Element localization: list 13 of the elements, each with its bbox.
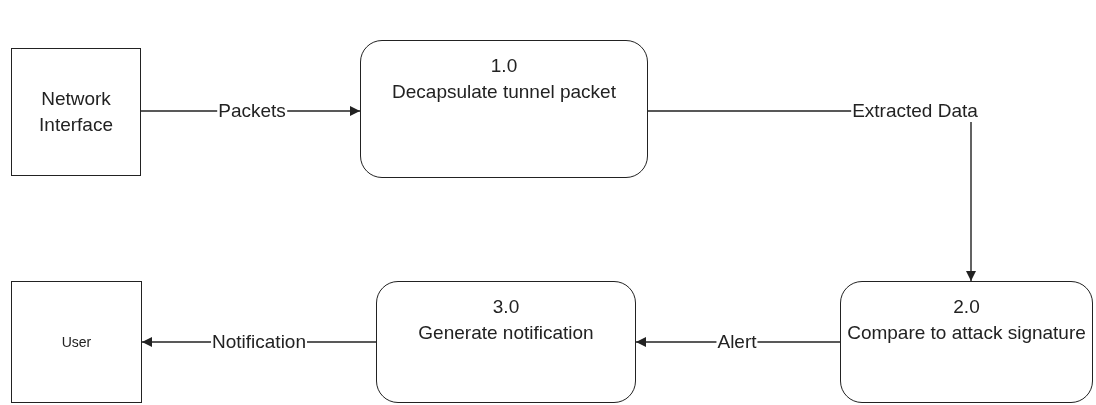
entity-name: User: [61, 333, 92, 352]
external-entity-box: [11, 281, 142, 403]
process-box: [376, 281, 636, 403]
process-name: Compare to attack signature: [847, 321, 1086, 345]
process-number: 1.0: [490, 54, 518, 78]
process-box: [840, 281, 1093, 403]
entity-name: Network Interface: [38, 87, 114, 137]
process-number: 3.0: [492, 295, 520, 319]
process-name: Generate notification: [418, 321, 594, 345]
external-entity-box: [11, 48, 141, 176]
process-box: [360, 40, 648, 178]
process-name: Decapsulate tunnel packet: [392, 80, 616, 104]
process-number: 2.0: [953, 295, 980, 319]
